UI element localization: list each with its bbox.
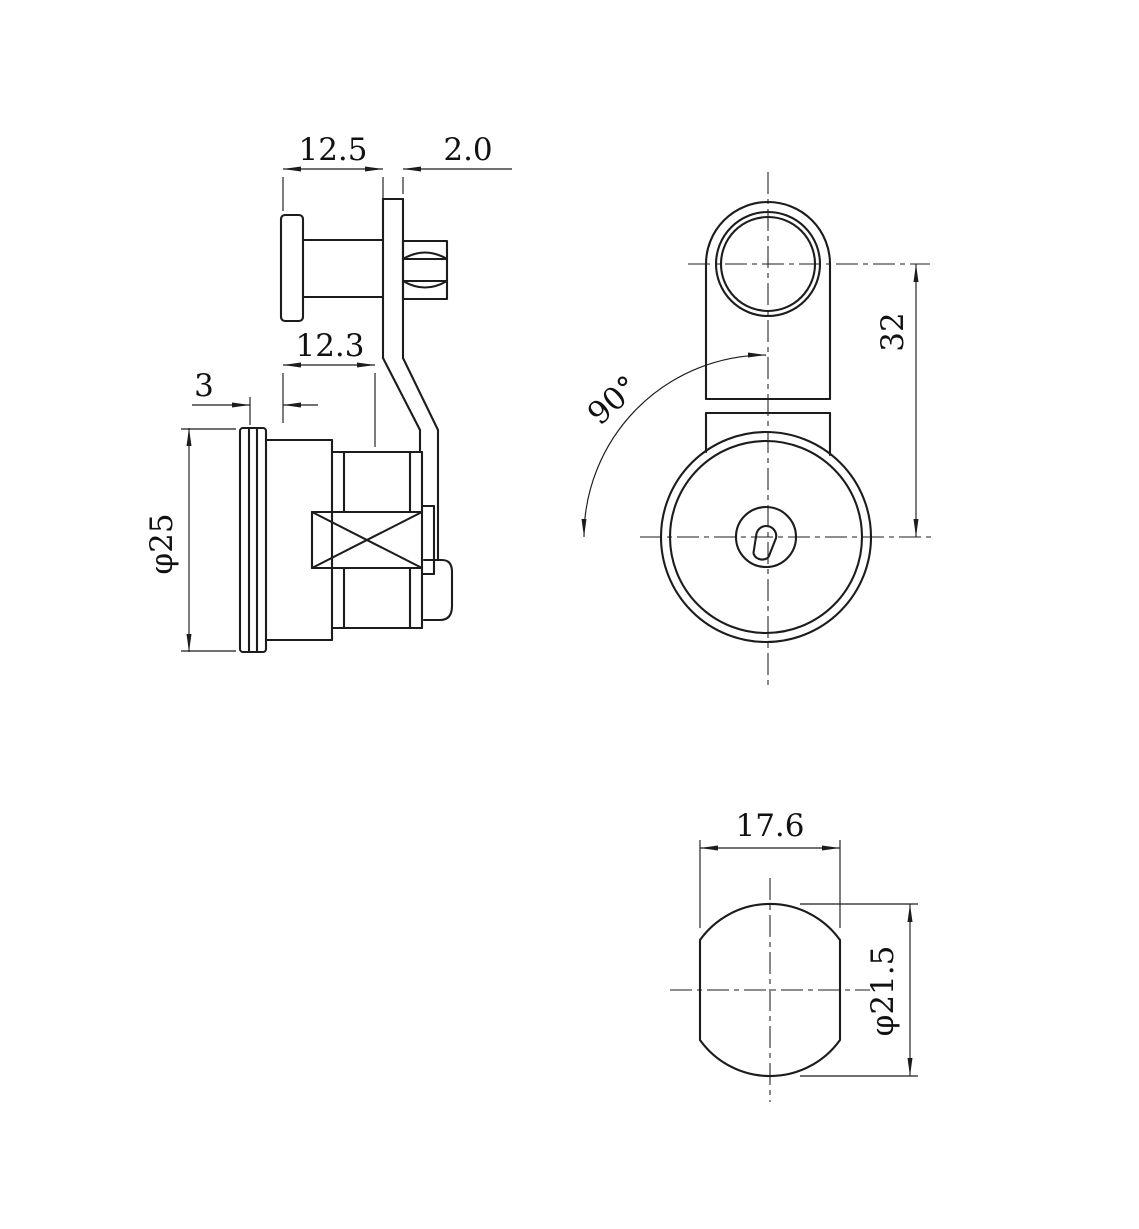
dim-phi25: φ25 — [144, 428, 236, 652]
front-view-outline — [659, 200, 873, 644]
dim-phi21-5: φ21.5 — [800, 903, 918, 1077]
bottom-view-outline — [698, 902, 842, 1078]
dim-face-diameter-label: φ25 — [144, 513, 180, 574]
dim-bracket-thickness-label: 2.0 — [443, 132, 492, 168]
dim-barrel-diameter-label: φ21.5 — [865, 946, 901, 1037]
keyhole — [752, 524, 778, 561]
dim-12-5: 12.5 — [282, 132, 384, 233]
lock-face-inner-ring — [668, 439, 864, 635]
dim-body-length-label: 12.3 — [295, 328, 364, 364]
arm-top-arc — [704, 200, 832, 266]
dim-cam-rotation-label: 90° — [581, 369, 646, 433]
keyhole-boss — [734, 505, 798, 569]
bottom-view: 17.6 φ21.5 — [670, 808, 918, 1102]
dim-flange-gap-label: 3 — [194, 368, 214, 404]
front-view-centerlines — [640, 172, 932, 690]
arm-hole-outer — [714, 210, 822, 318]
front-flange — [238, 426, 268, 654]
shaft-cap — [279, 213, 305, 323]
arm-hole-inner — [719, 215, 817, 313]
side-view-outline — [238, 197, 454, 654]
dim-3: 3 — [192, 368, 318, 425]
dim-2-0: 2.0 — [402, 132, 512, 194]
barrel-profile — [698, 902, 842, 1078]
hex-nut — [401, 239, 449, 301]
lock-face-outer — [659, 430, 873, 644]
dim-17-6: 17.6 — [699, 808, 841, 928]
dim-flat-width-label: 17.6 — [735, 808, 804, 844]
front-view: 90° 32 — [581, 172, 932, 690]
dim-32: 32 — [875, 264, 919, 537]
dim-12-3: 12.3 — [282, 328, 376, 447]
dim-shaft-length-label: 12.5 — [298, 132, 367, 168]
bottom-view-centerlines — [670, 878, 870, 1102]
cam-foot — [422, 558, 454, 622]
side-view: 12.5 2.0 12.3 3 φ25 — [144, 132, 512, 654]
dim-hole-center-distance-label: 32 — [875, 312, 911, 351]
